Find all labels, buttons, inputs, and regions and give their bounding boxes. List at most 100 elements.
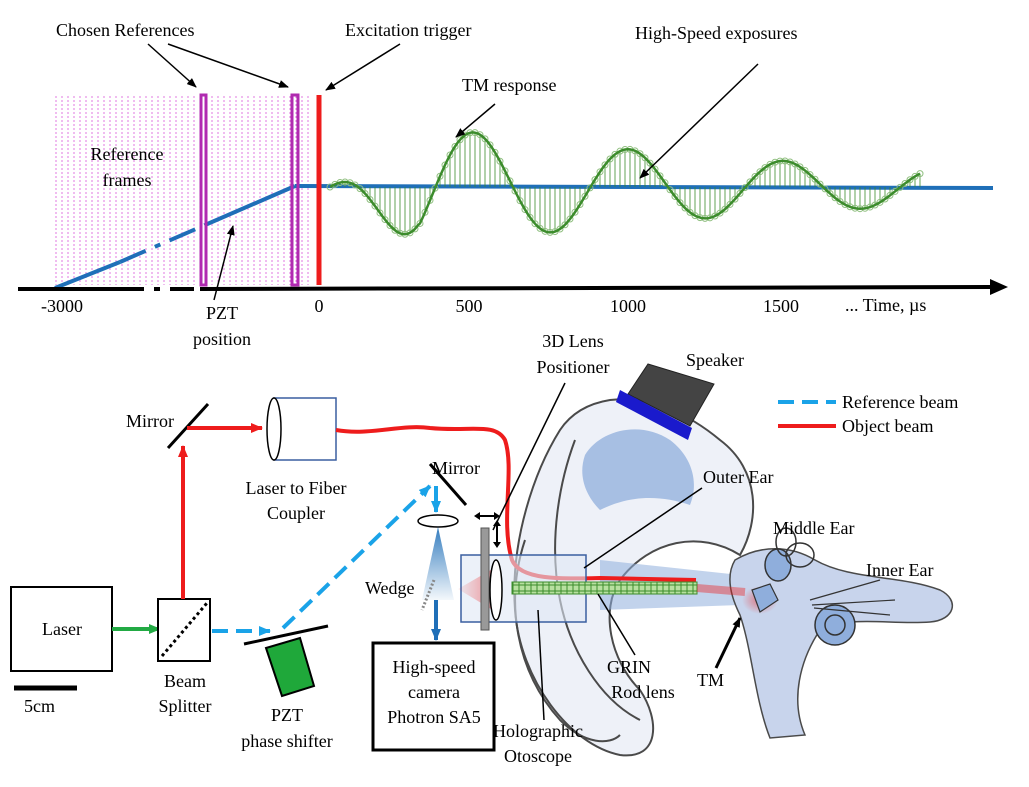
lens-positioner-pointer (492, 382, 566, 531)
tick-label-3: 1000 (610, 296, 646, 316)
exposure-sample-marker (476, 131, 484, 139)
chosen-ref-arrow-1 (147, 43, 197, 88)
exposure-sample-marker (741, 184, 749, 192)
exposure-sample-marker (726, 200, 734, 208)
lens-positioner-post (480, 527, 490, 631)
exposure-sample-marker (511, 187, 519, 195)
exposure-sample-marker (536, 224, 544, 232)
exposure-sample-marker (611, 150, 619, 158)
speaker-body (627, 363, 715, 427)
grin-label-line2: Rod lens (611, 682, 675, 702)
fiber-coupler (273, 397, 337, 461)
positioner-arrow-heads-h (474, 512, 500, 520)
beam-splitter-label-line2: Splitter (159, 696, 212, 716)
exposure-sample-marker (516, 197, 524, 205)
exposure-sample-marker (591, 176, 599, 184)
exposure-sample-marker (831, 194, 839, 202)
exposure-sample-marker (581, 192, 589, 200)
tm-response-arrow (455, 103, 496, 138)
exposure-sample-marker (596, 168, 604, 176)
excitation-arrow (325, 43, 401, 91)
tm-label: TM (697, 670, 724, 690)
exposure-sample-marker (491, 148, 499, 156)
ear-shading-1 (582, 429, 694, 510)
legend-reference-beam-label: Reference beam (842, 392, 958, 412)
legend-object-beam-label: Object beam (842, 416, 933, 436)
exposure-sample-marker (736, 189, 744, 197)
tm-response-wave (326, 129, 924, 238)
positioner-arrow-heads-v (493, 520, 501, 548)
otoscope-label-line2: Otoscope (504, 746, 572, 766)
exposure-sample-marker (906, 176, 914, 184)
tick-label-0: -3000 (41, 296, 83, 316)
exposure-sample-marker (666, 186, 674, 194)
exposure-sample-marker (486, 141, 494, 149)
setup-panel: Speaker Reference beam Object beam Laser… (10, 331, 958, 766)
exposure-sample-marker (716, 209, 724, 217)
exposure-sample-marker (641, 154, 649, 162)
pzt-position-label-line2: position (193, 329, 251, 349)
exposure-sample-marker (351, 181, 359, 189)
exposure-sample-marker (556, 225, 564, 233)
camera-label-line1: High-speed (393, 657, 476, 677)
exposure-sample-marker (376, 209, 384, 217)
speaker-label: Speaker (686, 350, 744, 370)
lens-positioner-label-line1: 3D Lens (542, 331, 604, 351)
exposure-sample-marker (721, 205, 729, 213)
exposure-sample-marker (676, 199, 684, 207)
mirror-top-label: Mirror (126, 411, 174, 431)
reference-lens (417, 514, 459, 528)
exposure-sample-marker (531, 220, 539, 228)
exposure-sample-marker (451, 142, 459, 150)
cochlea-inner (824, 614, 846, 636)
exposure-sample-marker (481, 135, 489, 143)
exposure-sample-marker (801, 166, 809, 174)
pzt-phase-shifter (264, 636, 316, 698)
speaker-cone-face (616, 390, 692, 440)
exposure-sample-marker (366, 195, 374, 203)
exposure-sample-marker (371, 202, 379, 210)
otoscope-label-line1: Holographic (493, 721, 583, 741)
exposure-sample-marker (496, 157, 504, 165)
chosen-reference-frame-2 (290, 93, 300, 287)
tick-label-1: 0 (315, 296, 324, 316)
inner-ear-label: Inner Ear (866, 560, 933, 580)
outer-ear-pointer (583, 487, 703, 569)
exposure-sample-marker (731, 195, 739, 203)
fiber-coupler-lens (266, 397, 282, 461)
exposure-sample-marker (586, 184, 594, 192)
fiber-coupler-label-line1: Laser to Fiber (246, 478, 347, 498)
otoscope-lens (489, 559, 503, 621)
exposure-sample-marker (756, 168, 764, 176)
exposure-sample-marker (826, 190, 834, 198)
middle-ear-label: Middle Ear (773, 518, 854, 538)
exposure-sample-marker (806, 171, 814, 179)
mirror-mid-label: Mirror (432, 458, 480, 478)
fiber-coupler-label-line2: Coupler (267, 503, 325, 523)
exposure-sample-marker (671, 192, 679, 200)
reference-frames-label-line1: Reference (91, 144, 164, 164)
exposure-sample-marker (526, 213, 534, 221)
exposure-sample-marker (751, 173, 759, 181)
temporal-bone (729, 548, 954, 739)
exposure-sample-marker (896, 183, 904, 191)
exposure-sample-marker (391, 226, 399, 234)
exposure-sample-marker (881, 195, 889, 203)
tick-label-4: 1500 (763, 296, 799, 316)
exposure-sample-marker (821, 185, 829, 193)
exposure-sample-marker (561, 221, 569, 229)
exposure-sample-marker (916, 170, 924, 178)
reference-beam-to-mirror (281, 484, 432, 630)
middle-inner-ear (729, 527, 954, 739)
reference-frames-band (55, 96, 309, 285)
tm-response-curve (329, 131, 921, 236)
exposure-sample-marker (686, 208, 694, 216)
lens-positioner-label-line2: Positioner (536, 357, 609, 377)
tm-arrow (714, 617, 742, 669)
exposure-sample-marker (356, 185, 364, 193)
exposure-sample-marker (506, 177, 514, 185)
cochlea (814, 604, 856, 646)
excitation-trigger-label: Excitation trigger (345, 20, 471, 40)
